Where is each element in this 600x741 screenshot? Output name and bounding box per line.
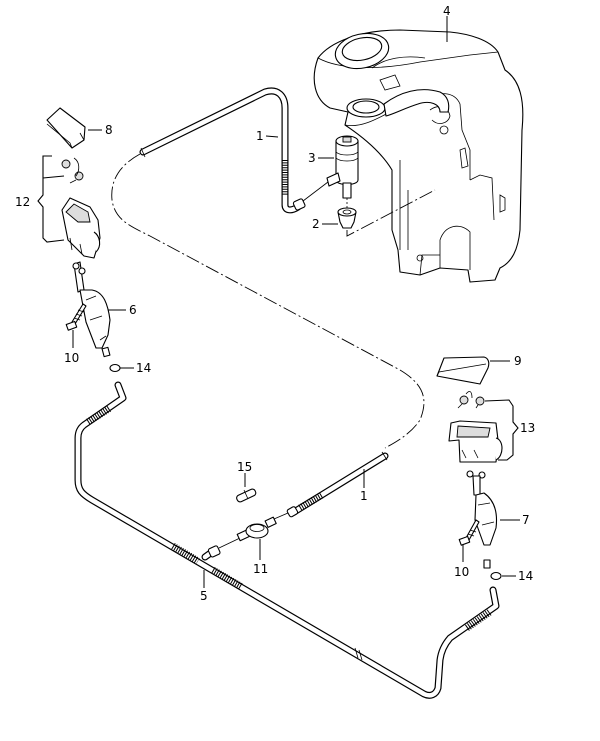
bolt-right — [458, 519, 480, 546]
routing-line — [111, 153, 425, 449]
callout-8: 8 — [105, 123, 113, 137]
o-ring-left — [109, 363, 121, 373]
bolt-left — [65, 303, 87, 331]
spring-right — [457, 391, 485, 409]
callout-11: 11 — [253, 562, 268, 576]
callout-5: 5 — [200, 589, 208, 603]
nozzle-housing-left — [61, 157, 101, 259]
callout-15: 15 — [237, 460, 252, 474]
callout-12: 12 — [15, 195, 30, 209]
telescopic-nozzle-right — [466, 470, 498, 569]
callout-14-left: 14 — [136, 361, 151, 375]
t-piece — [218, 512, 289, 549]
callout-3: 3 — [308, 151, 316, 165]
callout-10-right: 10 — [454, 565, 469, 579]
washer-pump — [326, 135, 359, 199]
cover-cap-left — [46, 107, 86, 149]
callout-9: 9 — [514, 354, 522, 368]
callout-labels: 4 1 3 2 8 12 6 10 14 9 13 7 10 14 15 11 … — [15, 4, 535, 603]
callout-10-left: 10 — [64, 351, 79, 365]
assembly-line-grommet — [346, 189, 436, 237]
bracket-13 — [484, 399, 519, 461]
callout-13: 13 — [520, 421, 535, 435]
callout-14-right: 14 — [518, 569, 533, 583]
hose-upper — [139, 87, 329, 214]
hose-lower — [74, 381, 500, 699]
telescopic-nozzle-left — [72, 261, 111, 358]
callout-4: 4 — [443, 4, 451, 18]
spring-left — [61, 157, 84, 184]
nozzle-housing-right — [448, 391, 503, 463]
leader-lines — [72, 16, 520, 588]
callout-1-middle: 1 — [360, 489, 368, 503]
cover-cap-right — [436, 356, 490, 385]
o-ring-right — [490, 571, 502, 581]
bracket-12 — [37, 155, 65, 243]
washer-reservoir — [313, 29, 524, 283]
hose-middle — [286, 451, 389, 518]
callout-6: 6 — [129, 303, 137, 317]
callout-2: 2 — [312, 217, 320, 231]
grommet — [337, 198, 357, 229]
callout-1-upper: 1 — [256, 129, 264, 143]
callout-7: 7 — [522, 513, 530, 527]
connector — [236, 488, 257, 503]
